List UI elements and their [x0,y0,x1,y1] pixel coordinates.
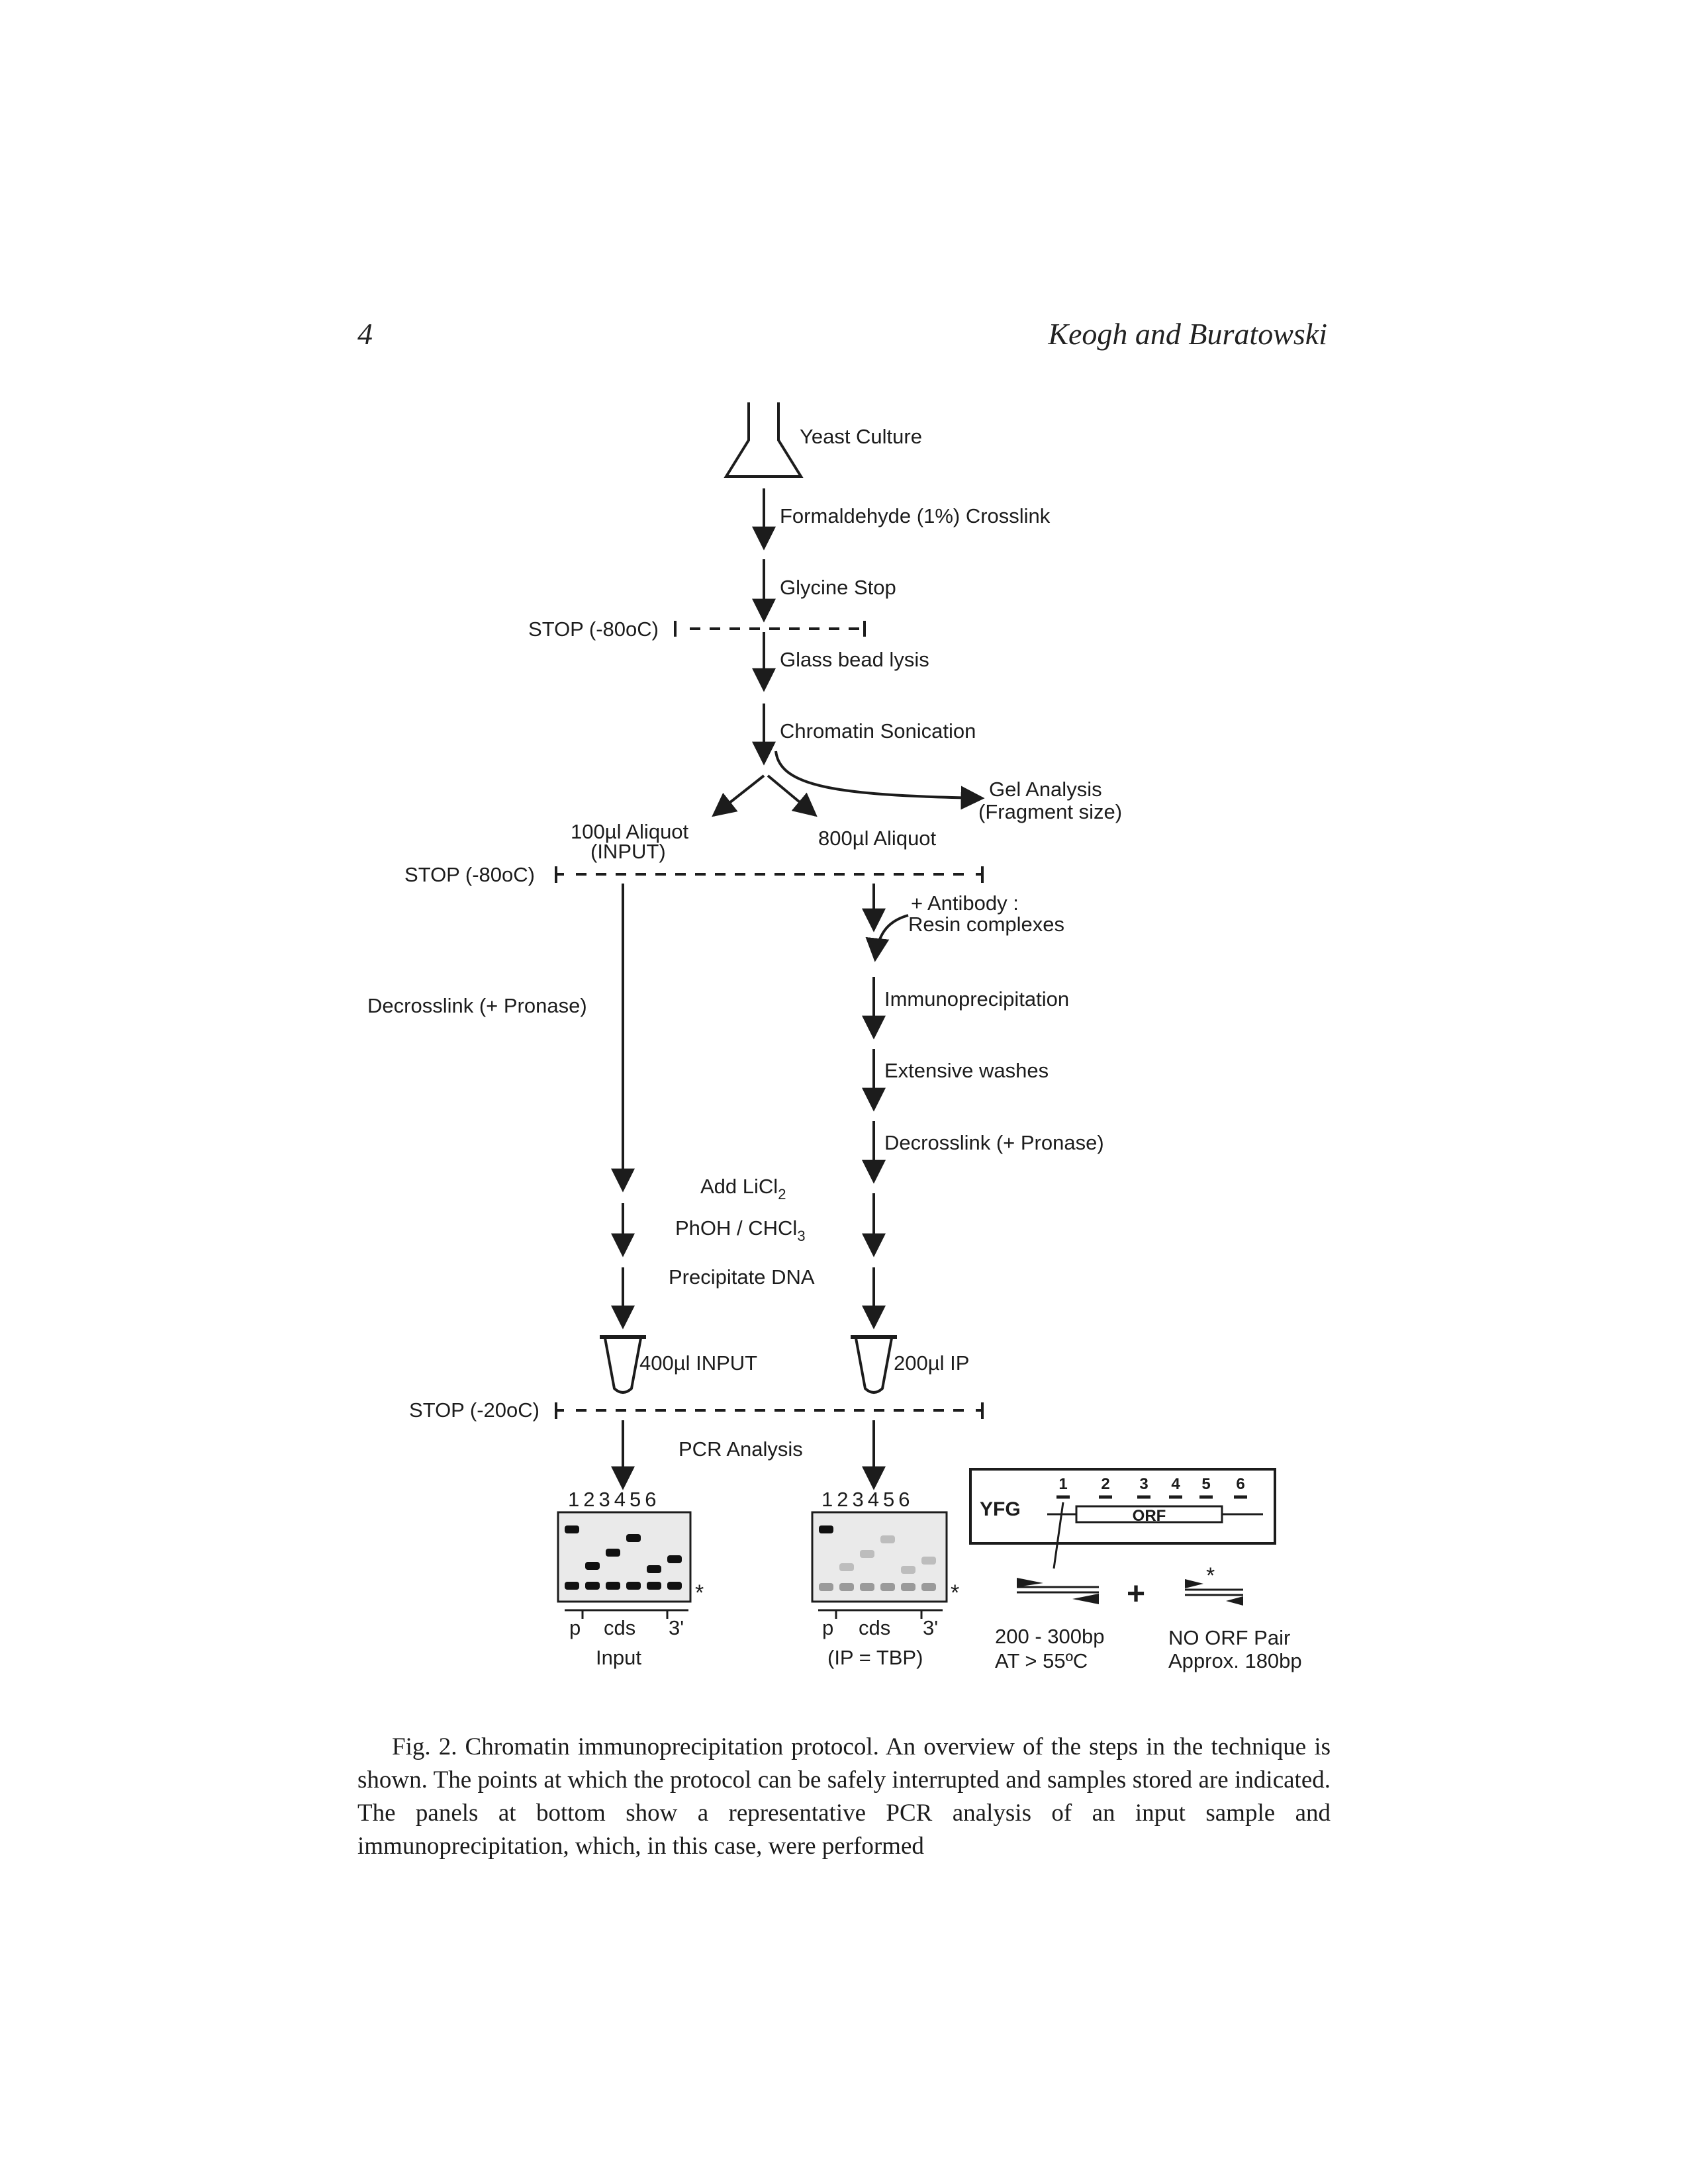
gel-band [585,1582,600,1590]
plus-label: + [1127,1576,1145,1612]
phenol-label: PhOH / CHCl3 [675,1216,806,1244]
gel-band [819,1583,833,1591]
stop-label-1: STOP (-80oC) [528,617,659,641]
licl-label: Add LiCl2 [700,1175,786,1203]
no-orf-size: Approx. 180bp [1168,1649,1302,1672]
orf-pcr-product: 200 - 300bp AT > 55ºC [995,1578,1104,1672]
ip-region-p: p [822,1616,833,1639]
ip-tube-label: 200µl IP [894,1351,969,1375]
gel-band [667,1555,682,1563]
gel-band [606,1549,620,1557]
gel-band [606,1582,620,1590]
gel-band [647,1582,661,1590]
orf-product-tm: AT > 55ºC [995,1649,1088,1672]
stop-line-1 [674,621,866,637]
gel-band [626,1534,641,1542]
arrow-split-right [767,774,818,817]
gel-band [921,1557,936,1565]
gel-band [667,1582,682,1590]
input-region-cds: cds [604,1616,635,1639]
no-orf-forward-primer-icon [1185,1579,1203,1588]
input-region-p: p [569,1616,581,1639]
page-number: 4 [357,317,373,351]
ip-region-3prime: 3' [923,1616,938,1639]
gel-band [565,1525,579,1533]
fragment-size-label: (Fragment size) [978,800,1122,823]
input-decrosslink-label: Decrosslink (+ Pronase) [367,994,587,1017]
stop-line-3 [555,1402,984,1419]
no-orf-pcr-product: * NO ORF Pair Approx. 180bp [1168,1563,1302,1672]
input-region-3prime: 3' [669,1616,684,1639]
arrow-gel-analysis [774,751,985,810]
input-tube-icon [600,1335,646,1394]
no-orf-star: * [1206,1563,1215,1588]
input-gel-lanes: 123456 [568,1488,661,1511]
no-orf-label: NO ORF Pair [1168,1626,1290,1649]
pcr-analysis-label: PCR Analysis [679,1437,803,1461]
input-gel-star: * [695,1580,704,1606]
input-tube-label: 400µl INPUT [639,1351,757,1375]
glass-bead-lysis-label: Glass bead lysis [780,648,929,671]
immunoprecipitation-label: Immunoprecipitation [884,987,1069,1011]
arrow-split-left [712,774,765,817]
sonication-label: Chromatin Sonication [780,719,976,743]
ip-gel-caption: (IP = TBP) [827,1646,923,1669]
ip-tube-icon [851,1335,897,1394]
gel-analysis-label: Gel Analysis [989,778,1102,801]
gel-band [565,1582,579,1590]
orf-product-size: 200 - 300bp [995,1625,1104,1648]
stop-label-2: STOP (-80oC) [404,863,535,886]
figure-caption: Fig. 2. Chromatin immunoprecipitation pr… [357,1733,1331,1860]
reverse-primer-icon [1072,1594,1099,1604]
crosslink-label: Formaldehyde (1%) Crosslink [780,504,1051,527]
precipitate-label: Precipitate DNA [669,1265,815,1289]
ip-aliquot-label: 800µl Aliquot [818,827,937,850]
ip-decrosslink-label: Decrosslink (+ Pronase) [884,1131,1104,1154]
gel-band [880,1535,895,1543]
gel-band [880,1583,895,1591]
gel-band [901,1583,915,1591]
flask-icon [724,402,804,478]
input-aliquot-label: 100µl Aliquot [571,820,689,843]
arrow-antibody-join [865,914,909,962]
gel-band [860,1583,874,1591]
gel-band [839,1563,854,1571]
input-gel-caption: Input [596,1646,641,1669]
stop-line-2 [555,866,984,883]
gel-band [647,1565,661,1573]
gel-band [839,1583,854,1591]
ip-gel-star: * [951,1580,959,1606]
gel-band [901,1566,915,1574]
no-orf-reverse-primer-icon [1226,1596,1243,1606]
gene-label: YFG [980,1498,1021,1520]
ip-gel: 123456 * p cds 3' (IP = TBP) [811,1488,959,1669]
primer-6-label: 6 [1236,1475,1244,1493]
gel-band [921,1583,936,1591]
gel-band [626,1582,641,1590]
primer-2-label: 2 [1101,1475,1109,1493]
washes-label: Extensive washes [884,1059,1049,1082]
glycine-stop-label: Glycine Stop [780,576,896,599]
primer-4-label: 4 [1171,1475,1180,1493]
antibody-label: + Antibody : [911,891,1019,915]
ip-region-cds: cds [859,1616,890,1639]
primer-3-label: 3 [1139,1475,1148,1493]
orf-label: ORF [1133,1507,1166,1525]
input-aliquot-sublabel: (INPUT) [590,840,666,863]
gel-band [819,1525,833,1533]
ip-gel-lanes: 123456 [821,1488,914,1511]
running-title: Keogh and Buratowski [1048,317,1327,351]
resin-complexes-label: Resin complexes [908,913,1064,936]
primer-5-label: 5 [1201,1475,1210,1493]
primer-1-label: 1 [1058,1475,1067,1493]
gene-map: YFG ORF 1 2 3 4 5 6 [969,1468,1276,1569]
yeast-culture-label: Yeast Culture [800,425,922,448]
input-gel: 123456 * p cds 3' Input [557,1488,704,1669]
stop-label-3: STOP (-20oC) [409,1398,539,1422]
gel-band [585,1562,600,1570]
forward-primer-icon [1017,1578,1043,1587]
gel-band [860,1550,874,1558]
